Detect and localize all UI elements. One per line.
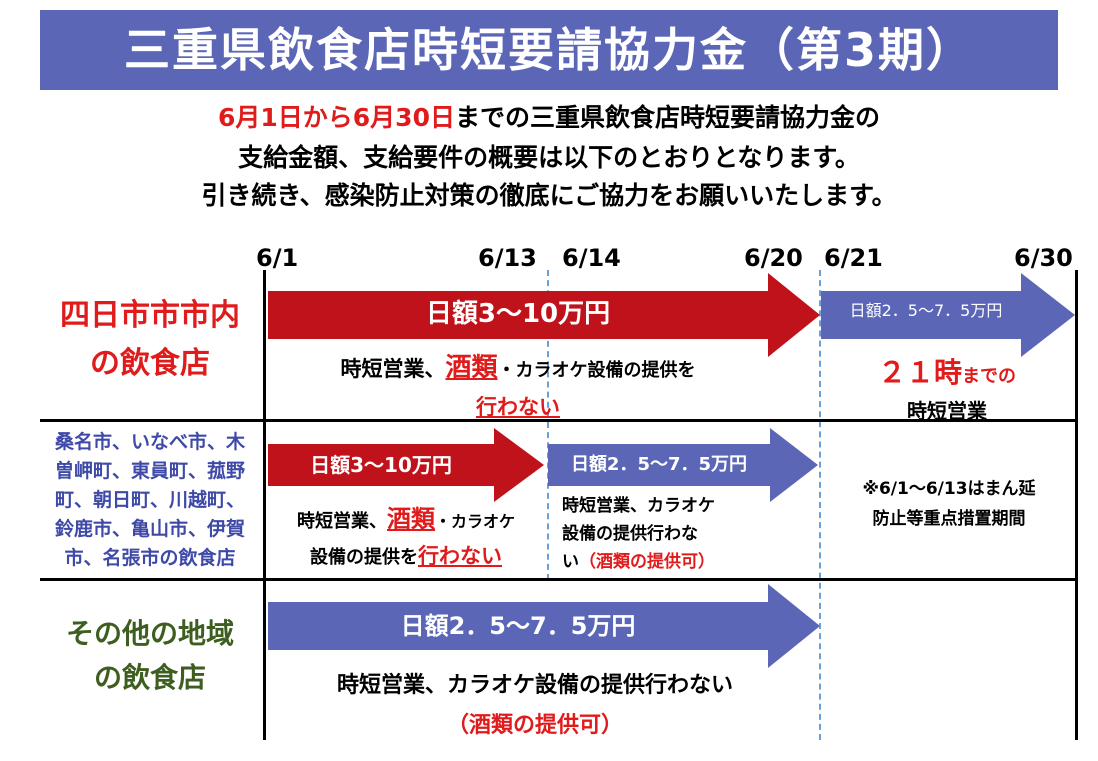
row2-note-alcohol: 酒類 xyxy=(386,505,435,533)
row2-right-line-1: ※6/1～6/13はまん延 xyxy=(862,479,1036,499)
row2-mid-line-1: 時短営業、カラオケ xyxy=(562,496,715,516)
row3-condition-line-2: （酒類の提供可） xyxy=(446,713,623,738)
row3-condition: 時短営業、カラオケ設備の提供行わない （酒類の提供可） xyxy=(262,666,808,746)
row2-right-note: ※6/1～6/13はまん延 防止等重点措置期間 xyxy=(822,474,1076,534)
row1-right-21: ２１時 xyxy=(877,356,962,389)
region-kuwana-line: 鈴鹿市、亀山市、伊賀 xyxy=(54,518,245,540)
region-yokkaichi-line-2: の飲食店 xyxy=(90,346,210,381)
row2-mid-line-3: い（酒類の提供可） xyxy=(562,548,780,576)
region-kuwana-line: 町、朝日町、川越町、 xyxy=(54,489,245,511)
row1-right-condition: ２１時までの 時短営業 xyxy=(822,356,1072,428)
divider-0620-0621 xyxy=(819,270,821,740)
date-0601: 6/1 xyxy=(256,244,299,272)
intro-line-1: 6月1日から6月30日までの三重県飲食店時短要請協力金の xyxy=(0,98,1098,134)
date-0621: 6/21 xyxy=(824,244,883,272)
row3-blue-arrow-label: 日額2．5～7．5万円 xyxy=(400,612,636,640)
row2-red-arrow-label: 日額3～10万円 xyxy=(310,453,452,477)
region-yokkaichi: 四日市市市内 の飲食店 xyxy=(40,292,260,388)
row1-note-pre: 時短営業、 xyxy=(340,357,446,381)
row2-condition-line-2: 設備の提供を行わない xyxy=(268,539,544,575)
row2-mid-line-3-red: （酒類の提供可） xyxy=(579,552,715,572)
divider-0613-0614 xyxy=(547,270,549,580)
row-divider-2 xyxy=(40,578,1078,581)
timeline-start-line xyxy=(263,270,266,740)
page-title: 三重県飲食店時短要請協力金（第3期） xyxy=(123,23,974,77)
row2-condition-line-1: 時短営業、酒類・カラオケ xyxy=(268,502,544,539)
row2-red-arrow xyxy=(268,428,544,502)
row2-blue-arrow xyxy=(548,428,818,502)
timeline-end-line xyxy=(1075,270,1078,740)
intro-period: 6月1日から6月30日 xyxy=(218,103,455,132)
row1-blue-arrow-label: 日額2．5～7．5万円 xyxy=(849,301,1003,320)
region-kuwana-group: 桑名市、いなべ市、木 曽岬町、東員町、菰野 町、朝日町、川越町、 鈴鹿市、亀山市… xyxy=(36,428,264,573)
region-kuwana-line: 曽岬町、東員町、菰野 xyxy=(54,460,245,482)
row2-condition: 時短営業、酒類・カラオケ 設備の提供を行わない xyxy=(268,502,544,575)
row1-red-arrow-label: 日額3～10万円 xyxy=(425,299,611,329)
row1-right-line-1: ２１時までの xyxy=(822,356,1072,394)
intro-line-2: 支給金額、支給要件の概要は以下のとおりとなります。 xyxy=(238,143,860,172)
row1-right-made: までの xyxy=(962,366,1016,387)
row1-condition: 時短営業、酒類・カラオケ設備の提供を 行わない xyxy=(268,350,768,425)
region-kuwana-line: 桑名市、いなべ市、木 xyxy=(54,431,245,453)
row1-right-line-2: 時短営業 xyxy=(907,399,987,423)
row2-note-pre: 時短営業、 xyxy=(296,511,387,532)
region-other-line-2: の飲食店 xyxy=(93,661,206,694)
date-0613: 6/13 xyxy=(478,244,537,272)
row1-note-alcohol: 酒類 xyxy=(445,353,498,383)
date-0620: 6/20 xyxy=(744,244,803,272)
row1-red-arrow xyxy=(268,273,820,357)
date-0614: 6/14 xyxy=(562,244,621,272)
row1-note-not: 行わない xyxy=(476,395,560,419)
row-divider-1 xyxy=(40,419,1078,422)
region-kuwana-line: 市、名張市の飲食店 xyxy=(64,547,236,569)
row1-note-mid: ・カラオケ設備の提供を xyxy=(497,360,696,381)
region-yokkaichi-line-1: 四日市市市内 xyxy=(60,298,240,333)
row2-mid-line-3-pre: い xyxy=(562,552,579,572)
row3-blue-arrow xyxy=(268,584,820,668)
intro-line-1-rest: までの三重県飲食店時短要請協力金の xyxy=(454,103,880,132)
row2-right-line-2: 防止等重点措置期間 xyxy=(872,509,1026,529)
row3-condition-line-1: 時短営業、カラオケ設備の提供行わない xyxy=(336,673,733,698)
row2-note-line2-pre: 設備の提供を xyxy=(310,547,418,568)
row1-blue-arrow xyxy=(821,273,1075,357)
region-other-line-1: その他の地域 xyxy=(65,617,234,650)
row2-mid-line-2: 設備の提供行わな xyxy=(562,524,698,544)
row2-note-mid: ・カラオケ xyxy=(434,512,515,531)
date-0630: 6/30 xyxy=(1014,244,1073,272)
intro-line-3: 引き続き、感染防止対策の徹底にご協力をお願いいたします。 xyxy=(201,181,897,210)
row2-mid-condition: 時短営業、カラオケ 設備の提供行わな い（酒類の提供可） xyxy=(550,492,780,576)
region-other: その他の地域 の飲食店 xyxy=(40,612,260,700)
row1-condition-line-2: 行わない xyxy=(268,389,768,425)
row2-note-not: 行わない xyxy=(418,544,502,568)
row2-blue-arrow-label: 日額2．5～7．5万円 xyxy=(570,454,748,475)
row1-condition-line-1: 時短営業、酒類・カラオケ設備の提供を xyxy=(268,350,768,389)
title-banner xyxy=(40,10,1058,90)
